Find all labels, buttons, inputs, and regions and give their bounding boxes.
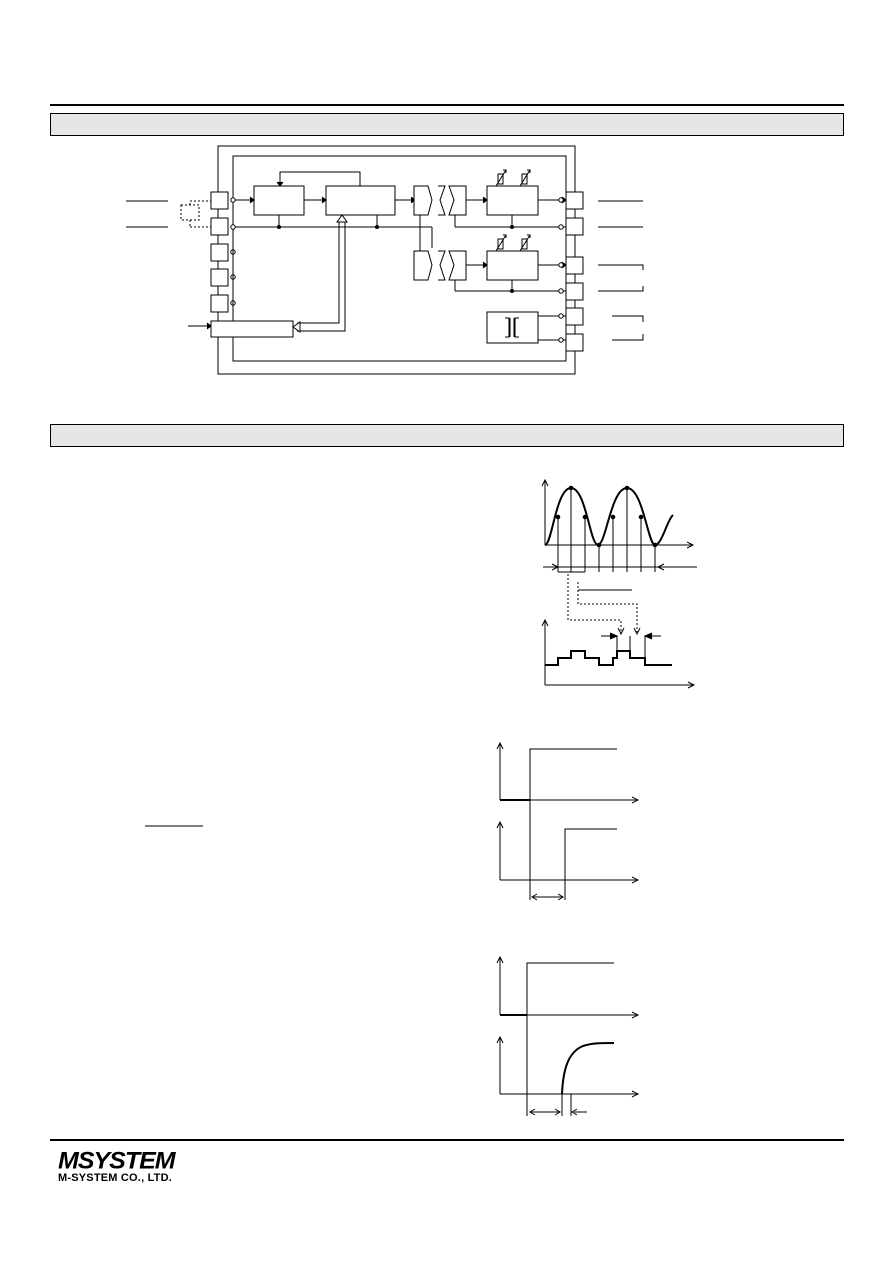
section-header-response	[50, 424, 844, 447]
block-configurator	[211, 321, 293, 337]
terminal-right-6	[566, 334, 583, 351]
terminal-right-2	[566, 218, 583, 235]
terminal-left-4	[211, 269, 228, 286]
company-name: M-SYSTEM CO., LTD.	[58, 1172, 173, 1184]
footer-rule	[50, 1139, 844, 1141]
lag-curve	[562, 1043, 614, 1094]
logo-mark: MSYSTEM	[58, 1147, 176, 1175]
isolation-barrier-top	[414, 186, 432, 215]
transformer-icon	[487, 312, 538, 343]
block-output-1	[487, 186, 538, 215]
header-rule	[50, 104, 844, 106]
block-output-2	[487, 251, 538, 280]
section-header-block-diagram	[50, 113, 844, 136]
block-diagram-icon	[0, 0, 892, 420]
terminal-left-3	[211, 244, 228, 261]
block-processor	[326, 186, 395, 215]
terminal-right-4	[566, 283, 583, 300]
terminal-right-3	[566, 257, 583, 274]
isolation-barrier-bottom	[414, 251, 432, 280]
terminal-right-1	[566, 192, 583, 209]
company-logo: MSYSTEM M-SYSTEM CO., LTD.	[58, 1147, 188, 1186]
staircase-output	[545, 651, 672, 665]
terminal-left-5	[211, 295, 228, 312]
terminal-right-5	[566, 308, 583, 325]
